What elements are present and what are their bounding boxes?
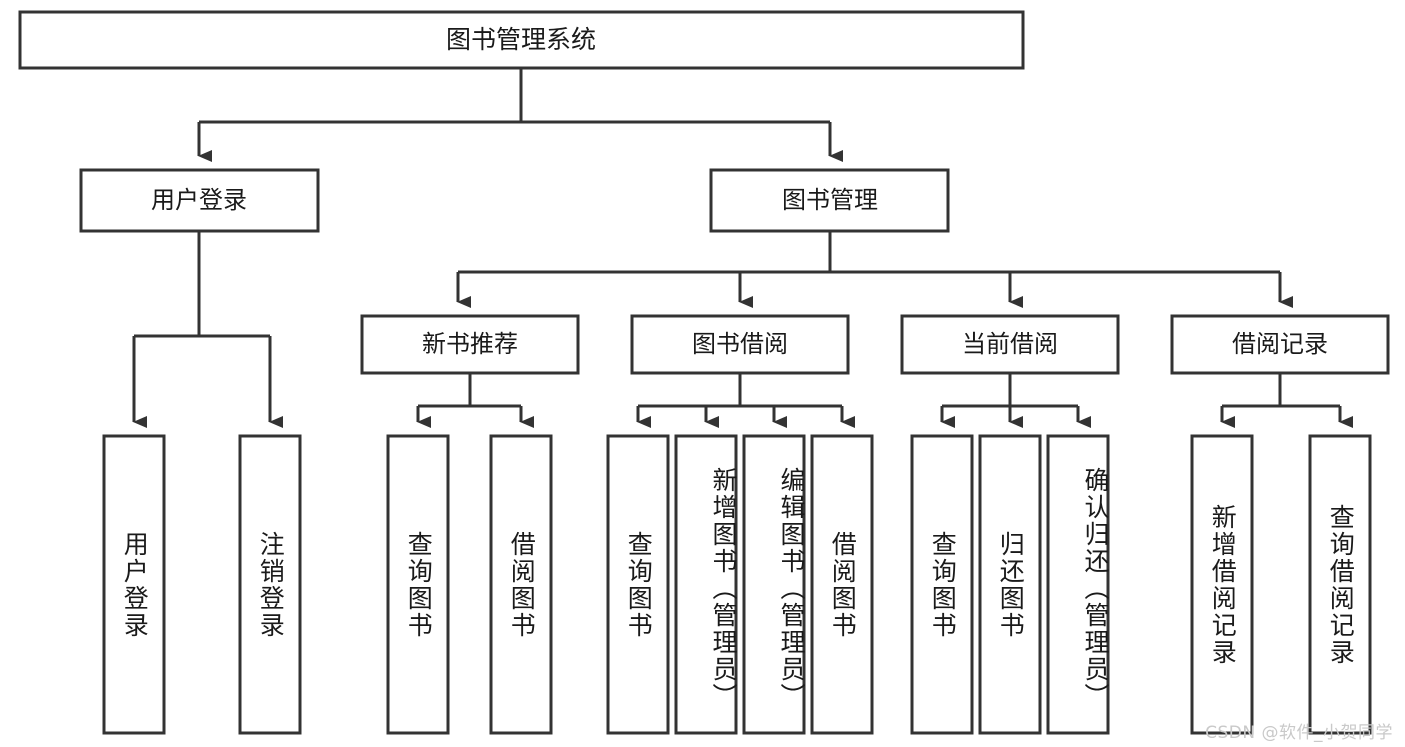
connectors-bookmgmt-to-level3 — [456, 231, 1293, 308]
node-current-borrow-label: 当前借阅 — [962, 330, 1058, 358]
node-book-management-label: 图书管理 — [782, 186, 878, 214]
leaf-box-bookborrow-1[interactable] — [674, 434, 738, 735]
leaf-box-borrowrecord-0[interactable] — [1190, 434, 1254, 735]
leaf-box-borrowrecord-1[interactable] — [1308, 434, 1372, 735]
node-root-label: 图书管理系统 — [446, 25, 596, 54]
node-root[interactable]: 图书管理系统 — [18, 10, 1025, 70]
leaf-box-bookborrow-3[interactable] — [810, 434, 874, 735]
connectors-root-to-level2 — [197, 68, 843, 162]
connectors-borrowrecord-to-leaves — [1220, 373, 1353, 428]
leaf-box-user-login-0[interactable] — [102, 434, 166, 735]
leaf-box-user-login-1[interactable] — [238, 434, 302, 735]
connectors-currentborrow-to-leaves — [940, 373, 1091, 428]
node-current-borrow[interactable]: 当前借阅 — [900, 314, 1120, 375]
leaf-box-currentborrow-1[interactable] — [978, 434, 1042, 735]
node-user-login-label: 用户登录 — [151, 186, 247, 214]
connectors-bookborrow-to-leaves — [636, 373, 855, 428]
leaf-box-bookborrow-0[interactable] — [606, 434, 670, 735]
watermark: CSDN @软件_小贺同学 — [1205, 723, 1393, 743]
leaf-box-bookborrow-2[interactable] — [742, 434, 806, 735]
node-borrow-record-label: 借阅记录 — [1232, 330, 1328, 358]
leaf-boxes — [102, 434, 1372, 735]
node-book-borrow[interactable]: 图书借阅 — [630, 314, 850, 375]
connectors-userlogin-to-leaves — [132, 231, 283, 428]
connectors-newbook-to-leaves — [416, 373, 534, 428]
leaf-box-currentborrow-2[interactable] — [1046, 434, 1110, 735]
node-book-management[interactable]: 图书管理 — [709, 168, 950, 233]
node-borrow-record[interactable]: 借阅记录 — [1170, 314, 1390, 375]
leaf-box-currentborrow-0[interactable] — [910, 434, 974, 735]
leaf-box-newbook-1[interactable] — [489, 434, 553, 735]
node-new-book-recommend[interactable]: 新书推荐 — [360, 314, 580, 375]
node-user-login[interactable]: 用户登录 — [79, 168, 320, 233]
node-book-borrow-label: 图书借阅 — [692, 330, 788, 358]
node-new-book-recommend-label: 新书推荐 — [422, 330, 518, 358]
leaf-box-newbook-0[interactable] — [386, 434, 450, 735]
